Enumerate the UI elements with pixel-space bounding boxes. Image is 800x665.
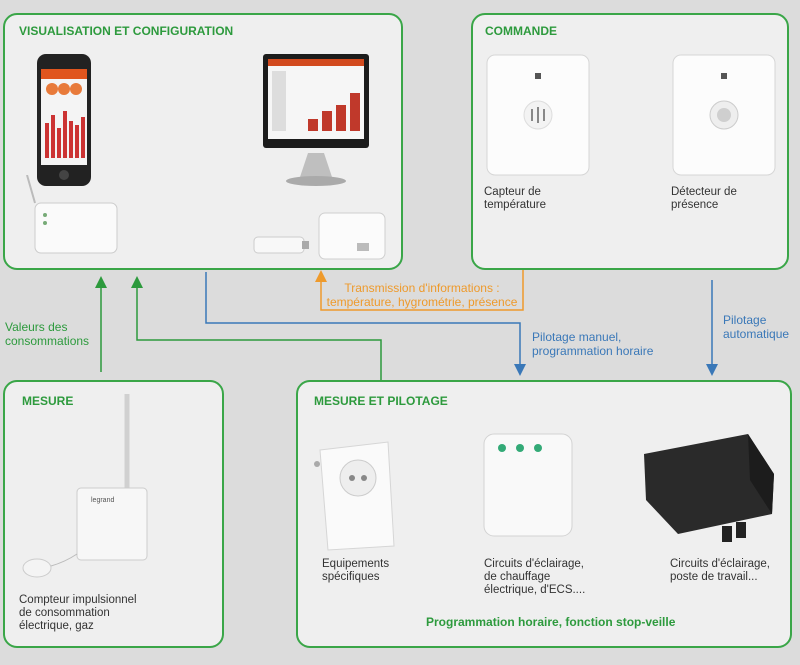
arrow-manual-control [205,272,526,376]
connector-module-label: Circuits d'éclairage, poste de travail..… [670,558,770,583]
consumption-values-label: Valeurs des consommations [5,320,90,348]
connector-module-icon [644,434,774,542]
micromodule-icon [483,433,573,537]
automatic-control-label: Pilotage automatique [723,313,790,341]
monitor-icon [263,54,369,186]
commande-title: COMMANDE [485,24,557,38]
router-icon [318,212,386,260]
temperature-sensor-label: Capteur de température [484,186,547,211]
temperature-sensor-icon [486,54,590,176]
scheduling-footer: Programmation horaire, fonction stop-vei… [426,615,676,629]
presence-detector-label: Détecteur de présence [671,186,737,211]
information-transmission-label: Transmission d'informations : températur… [326,281,518,309]
mesure-panel: MESURE legrand Compteur impulsionnel de … [3,380,224,648]
smart-plug-label: Equipements spécifiques [322,558,390,583]
manual-control-label: Pilotage manuel, programmation horaire [532,330,654,358]
smartphone-icon [37,54,91,186]
micromodule-label: Circuits d'éclairage, de chauffage élect… [484,558,586,596]
pulse-meter-label: Compteur impulsionnel de consommation él… [19,594,137,632]
visualisation-title: VISUALISATION ET CONFIGURATION [19,24,234,38]
svg-text:legrand: legrand [91,497,114,504]
mesure-title: MESURE [22,394,74,408]
mesure-pilotage-title: MESURE ET PILOTAGE [314,394,448,408]
smart-plug-icon [314,441,395,551]
presence-detector-icon [672,54,776,176]
mesure-pilotage-panel: MESURE ET PILOTAGE Equipements spécifiqu… [296,380,792,648]
arrow-information-transmission [315,238,524,311]
visualisation-panel: VISUALISATION ET CONFIGURATION [3,13,403,270]
pulse-meter-icon: legrand [22,394,148,578]
arrow-mesure-pilotage-to-visualisation [131,276,382,380]
usb-dongle-icon [253,236,309,254]
commande-panel: COMMANDE Capteur de température Détecteu… [471,13,789,270]
gateway-icon [26,175,118,254]
